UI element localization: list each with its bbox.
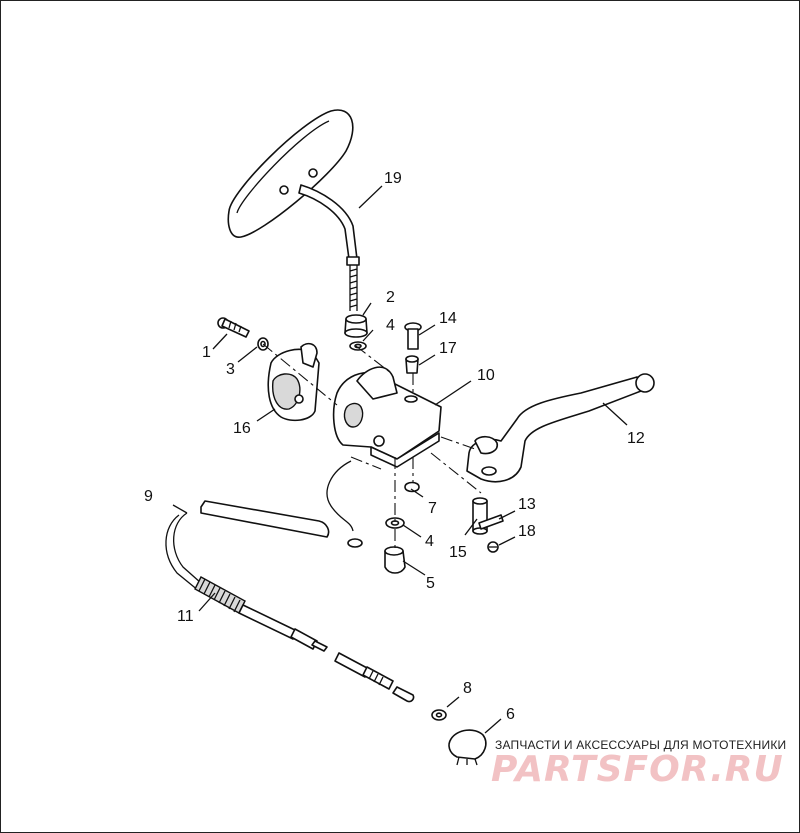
bushing-17: [405, 355, 419, 374]
mirror-assembly: [227, 109, 360, 311]
leader-lines: [172, 185, 628, 734]
screw-18: [487, 541, 499, 553]
screw-1: [217, 317, 250, 338]
callout-2: 2: [386, 289, 395, 306]
callout-4-lower: 4: [425, 533, 434, 550]
callout-11: 11: [177, 608, 194, 625]
callout-labels: 1 2 3 4 4 5 6 7 8 9 10 11 12 13 14 15 16…: [144, 170, 645, 723]
callout-5: 5: [426, 575, 435, 592]
pin-15: [472, 497, 488, 535]
callout-15: 15: [449, 544, 467, 561]
cable-clamp-6: [448, 729, 487, 766]
pivot-pin-14: [404, 322, 422, 350]
watermark-tagline: ЗАПЧАСТИ И АКСЕССУАРЫ ДЛЯ МОТОТЕХНИКИ: [495, 738, 787, 752]
assembly-center-lines: [262, 343, 482, 549]
callout-18: 18: [518, 523, 536, 540]
callout-3: 3: [226, 361, 235, 378]
callout-13: 13: [518, 496, 536, 513]
acorn-nut-5: [384, 546, 406, 574]
callout-14: 14: [439, 310, 457, 327]
handlebar-clamp-16: [267, 342, 320, 422]
washer-8: [431, 709, 447, 721]
callout-10: 10: [477, 367, 495, 384]
callout-4-upper: 4: [386, 317, 395, 334]
watermark-brand: PARTSFOR.RU: [491, 749, 784, 790]
callout-8: 8: [463, 680, 472, 697]
clutch-lever-bracket-10: [332, 366, 442, 468]
callout-6: 6: [506, 706, 515, 723]
callout-19: 19: [384, 170, 402, 187]
callout-1: 1: [202, 344, 211, 361]
acorn-nut-2: [344, 314, 368, 338]
callout-12: 12: [627, 430, 645, 447]
retaining-ring-7: [404, 481, 420, 493]
switch-wire: [326, 460, 363, 548]
lock-washer-4-upper: [349, 341, 367, 351]
callout-7: 7: [428, 500, 437, 517]
clutch-cable: [165, 500, 415, 703]
clutch-lever-12: [466, 373, 655, 483]
callout-16: 16: [233, 420, 251, 437]
callout-17: 17: [439, 340, 457, 357]
callout-9: 9: [144, 488, 153, 505]
clip-13: [478, 514, 504, 530]
